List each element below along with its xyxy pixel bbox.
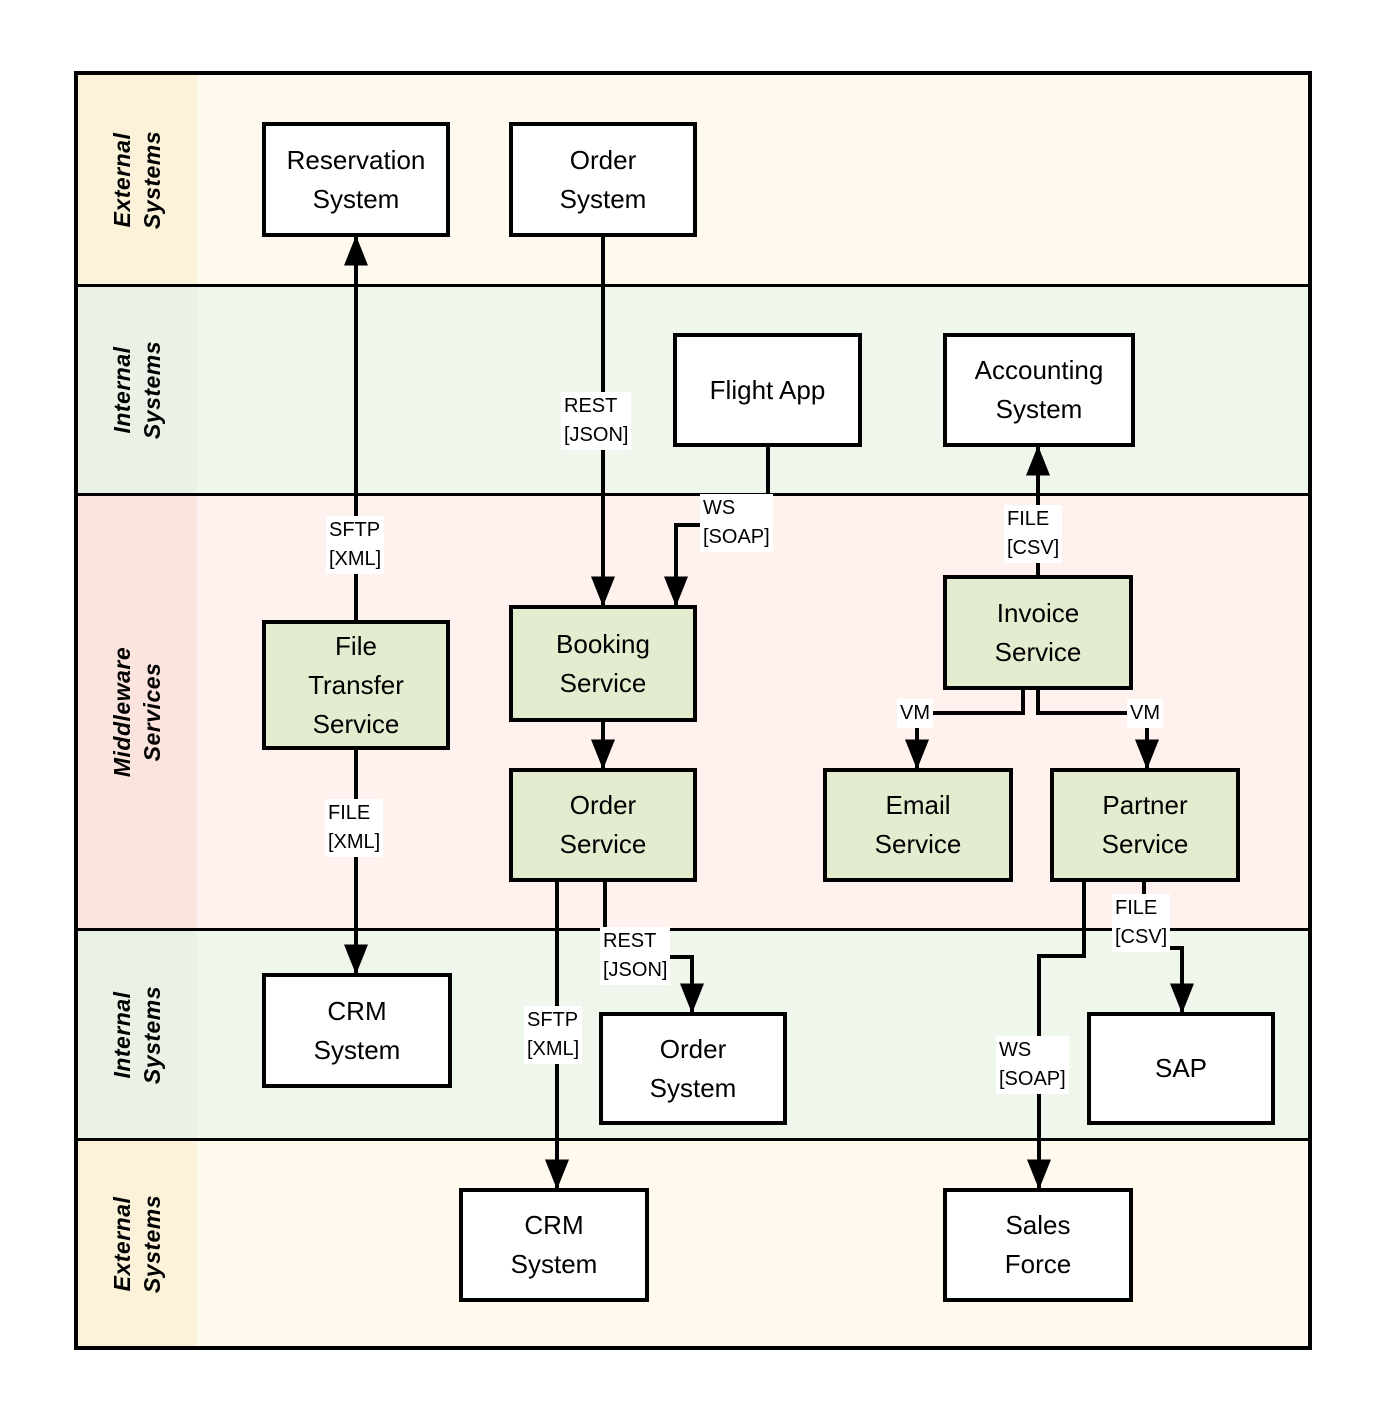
edge-label-rest-json-bottom: REST [JSON]	[600, 927, 671, 985]
lane-title: Internal Systems	[109, 340, 166, 440]
edge-label-file-csv-top: FILE [CSV]	[1004, 505, 1063, 563]
node-crm-system-internal: CRM System	[262, 973, 452, 1088]
node-order-system-external: Order System	[509, 122, 697, 237]
node-accounting-system: Accounting System	[943, 333, 1135, 447]
edge-label-vm-left: VM	[897, 699, 933, 728]
node-flight-app: Flight App	[673, 333, 862, 447]
node-order-service: Order Service	[509, 768, 697, 882]
lane-label-column: External Systems	[78, 1141, 197, 1346]
edge-label-ws-soap-bottom: WS [SOAP]	[996, 1036, 1069, 1094]
edge-label-file-xml: FILE [XML]	[325, 799, 384, 857]
lane-title: Internal Systems	[109, 985, 166, 1084]
edge-label-file-csv-bottom: FILE [CSV]	[1112, 894, 1171, 952]
edge-label-sftp-xml-top: SFTP [XML]	[326, 516, 385, 574]
node-sap: SAP	[1087, 1012, 1275, 1125]
lane-label-column: Internal Systems	[78, 287, 197, 493]
lane-title: External Systems	[109, 130, 166, 229]
node-invoice-service: Invoice Service	[943, 575, 1133, 690]
edge-label-sftp-xml-bottom: SFTP [XML]	[524, 1006, 583, 1064]
node-partner-service: Partner Service	[1050, 768, 1240, 882]
node-crm-system-external: CRM System	[459, 1188, 649, 1302]
edge-label-ws-soap-top: WS [SOAP]	[700, 494, 773, 552]
node-email-service: Email Service	[823, 768, 1013, 882]
node-order-system-internal: Order System	[599, 1012, 787, 1125]
edge-label-rest-json-top: REST [JSON]	[561, 392, 632, 450]
node-file-transfer-service: File Transfer Service	[262, 620, 450, 750]
lane-label-column: Internal Systems	[78, 931, 197, 1138]
lane-label-column: Middleware Services	[78, 496, 197, 928]
lane-label-column: External Systems	[78, 75, 197, 284]
lane-title: Middleware Services	[109, 646, 166, 778]
node-sales-force: Sales Force	[943, 1188, 1133, 1302]
lane-title: External Systems	[109, 1194, 166, 1293]
node-reservation-system: Reservation System	[262, 122, 450, 237]
edge-label-vm-right: VM	[1127, 699, 1163, 728]
lane-external-bottom: External Systems	[78, 1138, 1308, 1346]
node-booking-service: Booking Service	[509, 605, 697, 722]
